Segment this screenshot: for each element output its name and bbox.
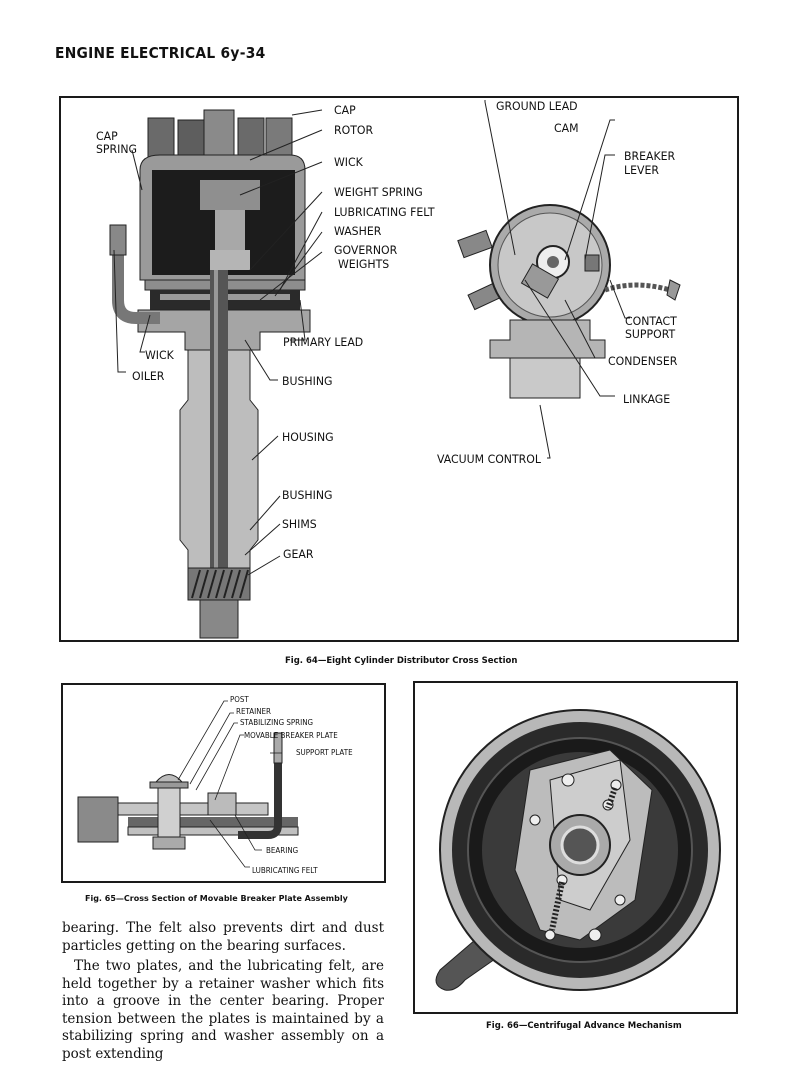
body-paragraph-1: bearing. The felt also prevents dirt and… [62, 920, 384, 954]
label-vacuum-control: VACUUM CONTROL [437, 452, 541, 466]
figure-65-caption: Fig. 65—Cross Section of Movable Breaker… [85, 894, 348, 903]
label-breaker-lever-2: LEVER [624, 163, 659, 177]
label-weight-spring: WEIGHT SPRING [334, 185, 423, 199]
label-wick-bottom: WICK [145, 348, 174, 362]
breaker-plate-cross-section-illustration [77, 732, 299, 850]
label-post: POST [230, 695, 249, 704]
label-cam: CAM [554, 121, 579, 135]
label-bushing-lower: BUSHING [282, 488, 333, 502]
label-lubricating-felt-65: LUBRICATING FELT [252, 866, 318, 875]
distributor-cross-section-illustration [109, 109, 323, 639]
label-wick-top: WICK [334, 155, 363, 169]
label-linkage: LINKAGE [623, 392, 671, 406]
figure-65-frame [61, 683, 386, 883]
label-housing: HOUSING [282, 430, 334, 444]
figure-66-caption: Fig. 66—Centrifugal Advance Mechanism [486, 1021, 682, 1031]
label-bearing: BEARING [266, 846, 299, 855]
label-support-plate: SUPPORT PLATE [296, 748, 353, 757]
label-cap-spring-text: CAP SPRING [96, 129, 137, 156]
label-shims: SHIMS [282, 517, 317, 531]
label-cap-spring: CAP SPRING [96, 130, 144, 156]
label-movable-breaker-plate: MOVABLE BREAKER PLATE [244, 731, 338, 740]
label-cap: CAP [334, 103, 356, 117]
label-oiler: OILER [132, 369, 165, 383]
label-governor-weights-1: GOVERNOR [334, 243, 398, 257]
label-bushing-upper: BUSHING [282, 374, 333, 388]
centrifugal-advance-mechanism-photo [435, 709, 721, 991]
page-header: ENGINE ELECTRICAL 6y-34 [55, 44, 266, 62]
label-stabilizing-spring: STABILIZING SPRING [240, 718, 314, 727]
label-lubricating-felt: LUBRICATING FELT [334, 205, 435, 219]
label-rotor: ROTOR [334, 123, 374, 137]
label-gear: GEAR [283, 547, 314, 561]
body-paragraph-2: The two plates, and the lubricating felt… [62, 958, 384, 1062]
label-primary-lead: PRIMARY LEAD [283, 335, 364, 349]
label-breaker-lever-1: BREAKER [624, 149, 676, 163]
label-contact-support-2: SUPPORT [625, 327, 676, 341]
breaker-assembly-illustration [457, 100, 681, 459]
label-governor-weights-2: WEIGHTS [338, 257, 390, 271]
label-washer: WASHER [334, 224, 382, 238]
label-retainer: RETAINER [236, 707, 272, 716]
label-condenser: CONDENSER [608, 354, 678, 368]
label-contact-support-1: CONTACT [625, 314, 677, 328]
figure-64-caption: Fig. 64—Eight Cylinder Distributor Cross… [285, 656, 518, 666]
label-ground-lead: GROUND LEAD [496, 99, 578, 113]
body-text: bearing. The felt also prevents dirt and… [62, 920, 384, 1063]
